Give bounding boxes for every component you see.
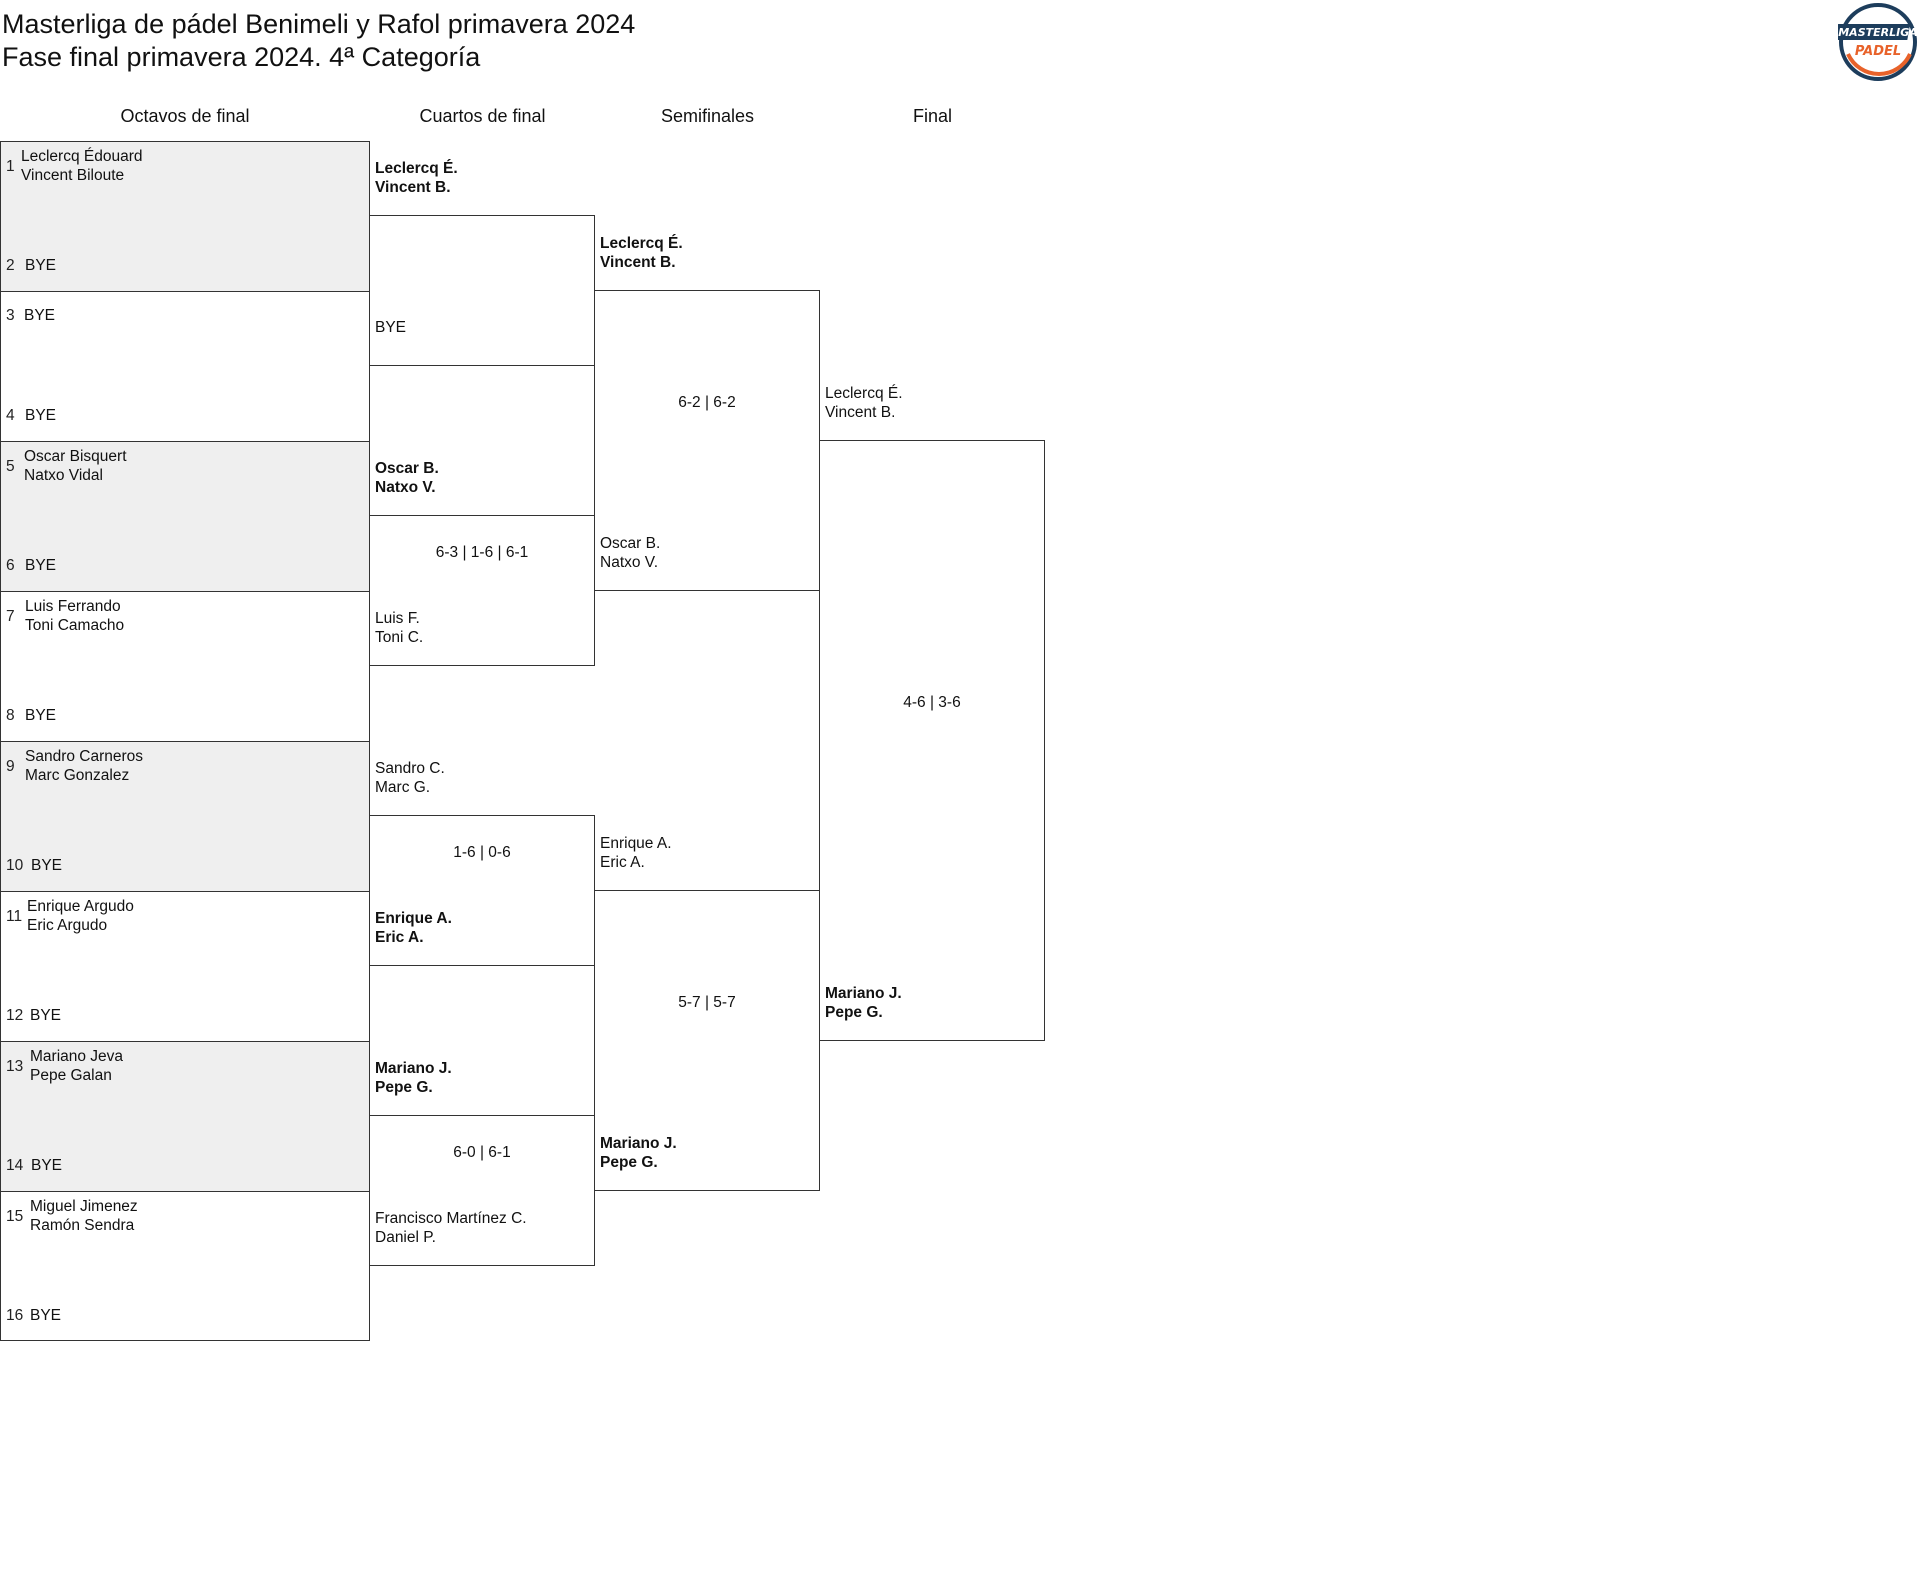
bye-label: BYE <box>25 257 57 274</box>
r16-match-8 <box>0 1191 370 1341</box>
match-score: 4-6 | 3-6 <box>903 694 961 711</box>
player-name: Enrique Argudo <box>27 898 134 915</box>
round-header-final: Final <box>912 106 952 126</box>
player-name: Luis Ferrando <box>25 598 121 615</box>
round-header-r16: Octavos de final <box>120 106 250 126</box>
qf-match-1 <box>369 215 595 366</box>
team-name: Mariano J. <box>825 985 902 1002</box>
round-header-qf: Cuartos de final <box>419 106 546 126</box>
seed-number: 14 <box>6 1157 24 1174</box>
player-name: Leclercq Édouard <box>21 148 143 165</box>
seed-number: 10 <box>6 857 24 874</box>
team-name: Mariano J. <box>600 1135 677 1152</box>
match-score: 6-3 | 1-6 | 6-1 <box>435 544 529 561</box>
seed-number: 15 <box>6 1208 24 1225</box>
match-score: 6-2 | 6-2 <box>678 394 736 411</box>
player-name: Sandro Carneros <box>25 748 144 765</box>
seed-number: 4 <box>6 407 15 424</box>
r16-match-7 <box>0 1041 370 1192</box>
team-name: Vincent B. <box>600 254 676 271</box>
r16-match-5 <box>0 741 370 892</box>
match-score: 5-7 | 5-7 <box>678 994 736 1011</box>
seed-number: 8 <box>6 707 15 724</box>
player-name: Natxo Vidal <box>24 467 103 484</box>
team-name: Eric A. <box>600 854 645 871</box>
team-name: Natxo V. <box>600 554 659 571</box>
bye-label: BYE <box>31 857 63 874</box>
bye-label: BYE <box>30 1307 62 1324</box>
player-name: Pepe Galan <box>30 1067 112 1084</box>
page-title: Masterliga de pádel Benimeli y Rafol pri… <box>2 9 636 39</box>
player-name: Miguel Jimenez <box>30 1198 138 1215</box>
team-name: Marc G. <box>375 779 431 796</box>
bye-label: BYE <box>25 557 57 574</box>
seed-number: 9 <box>6 758 15 775</box>
team-name: Luis F. <box>375 610 420 627</box>
match-score: 1-6 | 0-6 <box>453 844 511 861</box>
seed-number: 1 <box>6 158 15 175</box>
team-name: Leclercq É. <box>600 235 683 252</box>
team-name: Daniel P. <box>375 1229 436 1246</box>
seed-number: 13 <box>6 1058 24 1075</box>
team-name: Enrique A. <box>600 835 672 852</box>
team-name: Oscar B. <box>375 460 439 477</box>
team-name: Leclercq É. <box>375 160 458 177</box>
bye-label: BYE <box>24 307 56 324</box>
masterliga-padel-logo: MASTERLIGA PADEL <box>1838 3 1918 81</box>
seed-number: 12 <box>6 1007 24 1024</box>
page-subtitle: Fase final primavera 2024. 4ª Categoría <box>2 42 481 72</box>
team-name: Vincent B. <box>825 404 896 421</box>
player-name: Mariano Jeva <box>30 1048 124 1065</box>
seed-number: 7 <box>6 608 15 625</box>
player-name: Toni Camacho <box>25 617 125 634</box>
player-name: Ramón Sendra <box>30 1217 135 1234</box>
seed-number: 3 <box>6 307 15 324</box>
match-score: 6-0 | 6-1 <box>453 1144 511 1161</box>
player-name: Marc Gonzalez <box>25 767 130 784</box>
team-name: Leclercq É. <box>825 385 903 402</box>
player-name: Eric Argudo <box>27 917 108 934</box>
team-name: Vincent B. <box>375 179 451 196</box>
bye-label: BYE <box>375 319 407 336</box>
team-name: Oscar B. <box>600 535 661 552</box>
player-name: Oscar Bisquert <box>24 448 127 465</box>
svg-text:MASTERLIGA: MASTERLIGA <box>1838 26 1918 39</box>
seed-number: 11 <box>6 908 23 925</box>
seed-number: 2 <box>6 257 15 274</box>
team-name: Toni C. <box>375 629 424 646</box>
team-name: Mariano J. <box>375 1060 452 1077</box>
team-name: Pepe G. <box>825 1004 883 1021</box>
bye-label: BYE <box>30 1007 62 1024</box>
team-name: Enrique A. <box>375 910 452 927</box>
seed-number: 16 <box>6 1307 24 1324</box>
team-name: Pepe G. <box>600 1154 658 1171</box>
team-name: Natxo V. <box>375 479 436 496</box>
bye-label: BYE <box>31 1157 63 1174</box>
team-name: Francisco Martínez C. <box>375 1210 527 1227</box>
final-match <box>819 440 1045 1041</box>
player-name: Vincent Biloute <box>21 167 125 184</box>
seed-number: 5 <box>6 458 15 475</box>
round-header-sf: Semifinales <box>660 106 755 126</box>
svg-text:PADEL: PADEL <box>1855 44 1901 59</box>
bye-label: BYE <box>25 707 57 724</box>
team-name: Eric A. <box>375 929 424 946</box>
team-name: Sandro C. <box>375 760 445 777</box>
bye-label: BYE <box>25 407 57 424</box>
team-name: Pepe G. <box>375 1079 433 1096</box>
seed-number: 6 <box>6 557 15 574</box>
